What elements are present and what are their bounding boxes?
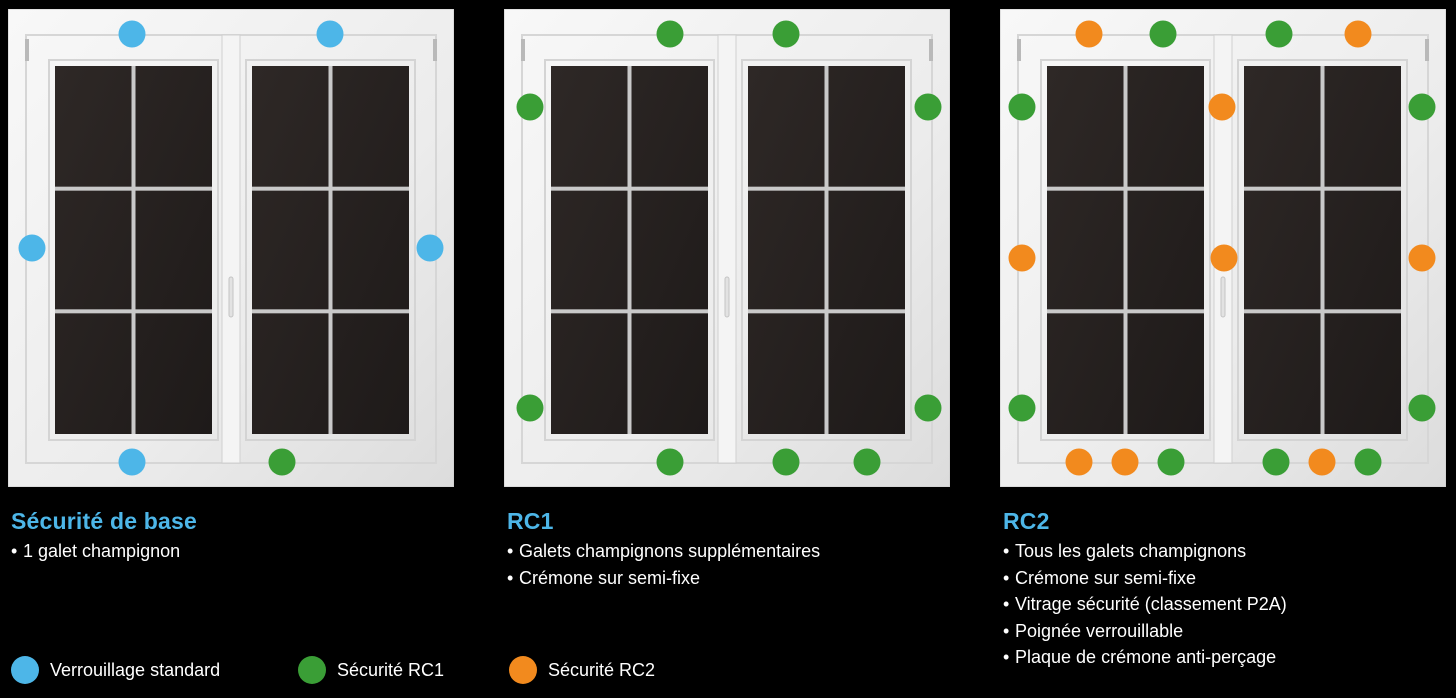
window-panel-rc1 (504, 9, 950, 487)
legend-label: Sécurité RC1 (337, 659, 445, 680)
rc1-lock-point-icon (268, 448, 296, 476)
rc1-lock-point-icon (1149, 20, 1177, 48)
column-rc1: RC1 Galets champignons supplémentairesCr… (507, 507, 947, 591)
rc1-lock-point-icon (516, 394, 544, 422)
rc1-lock-point-icon (853, 448, 881, 476)
feature-item: Crémone sur semi-fixe (1003, 565, 1443, 592)
rc1-lock-point-icon (1265, 20, 1293, 48)
standard-lock-point-icon (118, 20, 146, 48)
standard-lock-point-icon (118, 448, 146, 476)
rc1-lock-point-icon (656, 448, 684, 476)
rc1-lock-point-icon (516, 93, 544, 121)
column-title: RC2 (1003, 508, 1050, 534)
rc2-lock-point-icon (1111, 448, 1139, 476)
legend-rc1: Sécurité RC1 (298, 655, 444, 685)
feature-item: Crémone sur semi-fixe (507, 565, 947, 592)
rc1-lock-point-icon (1408, 93, 1436, 121)
legend-label: Verrouillage standard (50, 659, 221, 680)
rc1-lock-point-icon (1008, 93, 1036, 121)
window-image (504, 9, 950, 487)
column-title: RC1 (507, 508, 554, 534)
standard-lock-point-icon (416, 234, 444, 262)
window-panel-rc2 (1000, 9, 1446, 487)
column-rc2: RC2 Tous les galets champignonsCrémone s… (1003, 507, 1443, 671)
rc1-lock-point-icon (1408, 394, 1436, 422)
rc1-lock-point-icon (1354, 448, 1382, 476)
feature-item: Poignée verrouillable (1003, 618, 1443, 645)
legend-rc2: Sécurité RC2 (509, 655, 655, 685)
feature-list: Tous les galets champignonsCrémone sur s… (1003, 538, 1443, 671)
standard-lock-dot-icon (11, 656, 39, 684)
feature-list: Galets champignons supplémentairesCrémon… (507, 538, 947, 591)
feature-item: Plaque de crémone anti-perçage (1003, 644, 1443, 671)
rc2-lock-point-icon (1208, 93, 1236, 121)
feature-item: Vitrage sécurité (classement P2A) (1003, 591, 1443, 618)
window-panel-base (8, 9, 454, 487)
rc2-lock-point-icon (1210, 244, 1238, 272)
window-image (1000, 9, 1446, 487)
rc1-lock-point-icon (1008, 394, 1036, 422)
rc1-lock-point-icon (656, 20, 684, 48)
rc1-lock-point-icon (914, 394, 942, 422)
rc2-lock-point-icon (1008, 244, 1036, 272)
window-image (8, 9, 454, 487)
rc1-lock-point-icon (772, 448, 800, 476)
rc2-lock-point-icon (1065, 448, 1093, 476)
feature-list: 1 galet champignon (11, 538, 451, 565)
rc2-lock-dot-icon (509, 656, 537, 684)
rc2-lock-point-icon (1344, 20, 1372, 48)
legend-standard: Verrouillage standard (11, 655, 220, 685)
rc1-lock-point-icon (772, 20, 800, 48)
feature-item: Tous les galets champignons (1003, 538, 1443, 565)
rc1-lock-point-icon (914, 93, 942, 121)
rc1-lock-point-icon (1262, 448, 1290, 476)
column-base: Sécurité de base 1 galet champignon (11, 507, 451, 565)
rc2-lock-point-icon (1075, 20, 1103, 48)
feature-item: Galets champignons supplémentaires (507, 538, 947, 565)
rc1-lock-point-icon (1157, 448, 1185, 476)
rc2-lock-point-icon (1308, 448, 1336, 476)
feature-item: 1 galet champignon (11, 538, 451, 565)
rc1-lock-dot-icon (298, 656, 326, 684)
standard-lock-point-icon (316, 20, 344, 48)
standard-lock-point-icon (18, 234, 46, 262)
legend-label: Sécurité RC2 (548, 659, 656, 680)
rc2-lock-point-icon (1408, 244, 1436, 272)
column-title: Sécurité de base (11, 508, 198, 534)
